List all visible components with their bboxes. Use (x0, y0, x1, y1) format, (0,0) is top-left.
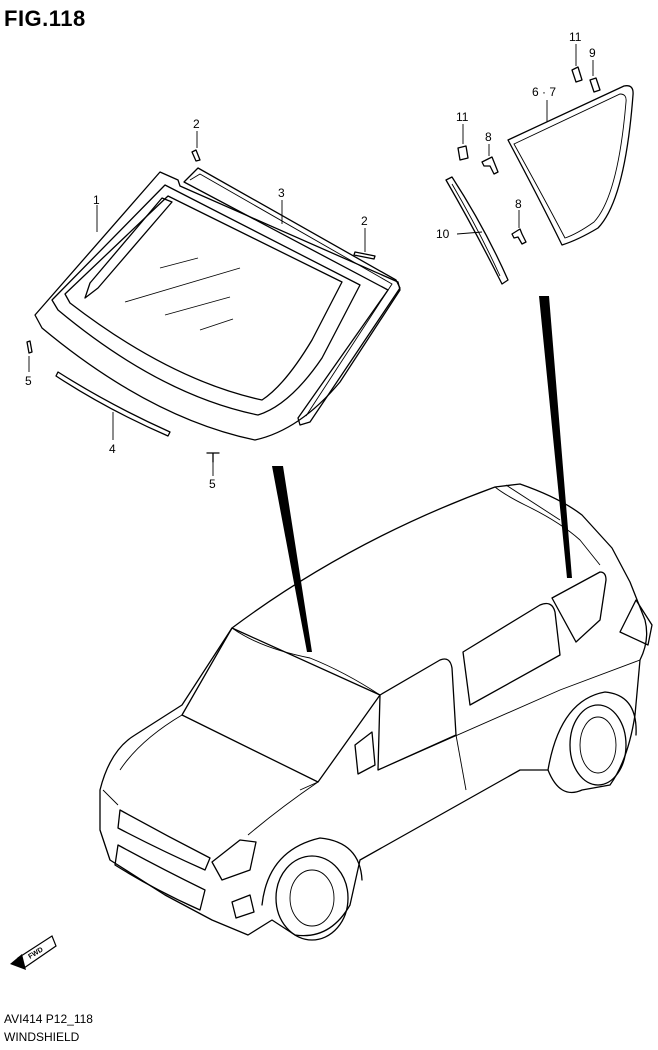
callout-5-lower: 5 (209, 477, 216, 491)
callout-11-lower: 11 (456, 110, 469, 124)
part-11-lower (457, 145, 469, 161)
callout-9: 9 (589, 46, 596, 60)
callout-1: 1 (93, 193, 100, 207)
callout-3: 3 (278, 186, 285, 200)
callout-leaders (28, 44, 594, 476)
windshield-glass (34, 171, 401, 441)
callout-6-7: 6 · 7 (532, 85, 556, 99)
callout-10: 10 (436, 227, 450, 241)
windshield-moulding (183, 167, 401, 426)
spacer-right (353, 251, 376, 260)
callout-5-left: 5 (25, 374, 32, 388)
callout-8-upper: 8 (485, 130, 492, 144)
part-11-upper (571, 66, 583, 83)
callout-8-lower: 8 (515, 197, 522, 211)
clip-left (26, 340, 33, 354)
spacer-upper (191, 149, 201, 162)
quarter-window-glass (507, 85, 634, 246)
clip-8-lower (511, 228, 527, 245)
callout-11-upper: 11 (569, 30, 582, 44)
callout-2-upper: 2 (193, 117, 200, 131)
clip-lower (206, 452, 220, 463)
pointer-to-windshield (272, 466, 312, 652)
figure-name: WINDSHIELD (4, 1030, 80, 1044)
pointer-to-quarter-window (539, 296, 572, 578)
part-9 (589, 77, 601, 93)
callout-4: 4 (109, 442, 116, 456)
fwd-arrow-icon: FWD (10, 935, 57, 970)
vehicle-outline (99, 483, 653, 941)
callout-2-right: 2 (361, 214, 368, 228)
clip-8-upper (481, 156, 499, 175)
lower-moulding (55, 371, 171, 437)
figure-title: FIG.118 (4, 6, 86, 31)
figure-code: AVI414 P12_118 (4, 1012, 93, 1026)
side-moulding (445, 176, 509, 285)
